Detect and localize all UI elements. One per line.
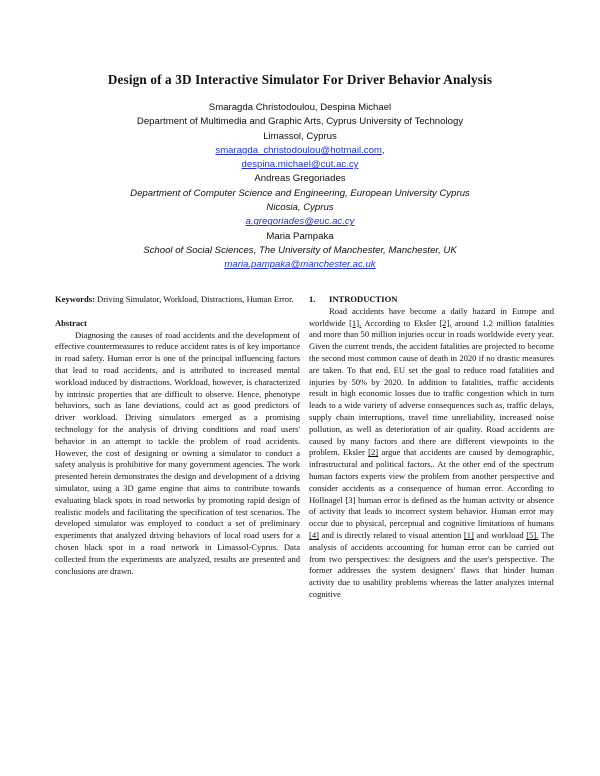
citation-link[interactable]: [2], — [439, 317, 452, 328]
location-1: Limassol, Cyprus — [263, 130, 337, 142]
author-names-1: Smaragda Christodoulou, Despina Michael — [208, 102, 392, 113]
keywords-paragraph: Keywords: Driving Simulator, Workload, D… — [55, 294, 300, 306]
email-link-4[interactable]: maria.pampaka@manchester.ac.uk — [224, 259, 376, 271]
affiliation-3: School of Social Sciences, The Universit… — [143, 244, 457, 256]
left-column: Keywords: Driving Simulator, Workload, D… — [55, 294, 300, 577]
citation-link[interactable]: [1] — [463, 529, 474, 540]
author-name-2: Andreas Gregoriades — [254, 173, 346, 185]
email-link-2[interactable]: despina.michael@cut.ac.cy — [241, 159, 359, 171]
keywords-text: Driving Simulator, Workload, Distraction… — [97, 294, 294, 304]
citation-link[interactable]: [1]. — [349, 317, 362, 328]
intro-paragraph: Road accidents have become a daily hazar… — [309, 305, 555, 599]
section-heading: 1. INTRODUCTION — [309, 294, 554, 306]
email-link-3[interactable]: a.gregoriades@euc.ac.cy — [245, 216, 355, 228]
abstract-body: Diagnosing the causes of road accidents … — [55, 329, 300, 576]
author-name-3: Maria Pampaka — [266, 230, 334, 242]
keywords-label: Keywords: — [55, 294, 95, 304]
affiliation-2: Department of Computer Science and Engin… — [130, 187, 470, 199]
abstract-heading: Abstract — [55, 317, 87, 328]
right-column: 1. INTRODUCTION Road accidents have becom… — [309, 294, 554, 601]
section-title: INTRODUCTION — [329, 294, 398, 304]
location-2: Nicosia, Cyprus — [266, 202, 334, 214]
section-number: 1. — [309, 294, 316, 304]
citation-link[interactable]: [5]. — [526, 529, 539, 540]
citation-link[interactable]: [2] — [368, 447, 379, 458]
email-link-1[interactable]: smaragda_christodoulou@hotmail.com — [215, 144, 382, 156]
affiliation-1: Department of Multimedia and Graphic Art… — [136, 116, 464, 128]
paper-title: Design of a 3D Interactive Simulator For… — [107, 72, 493, 87]
citation-link[interactable]: [4] — [309, 529, 319, 540]
author-block: Smaragda Christodoulou, Despina Michael … — [40, 101, 560, 273]
